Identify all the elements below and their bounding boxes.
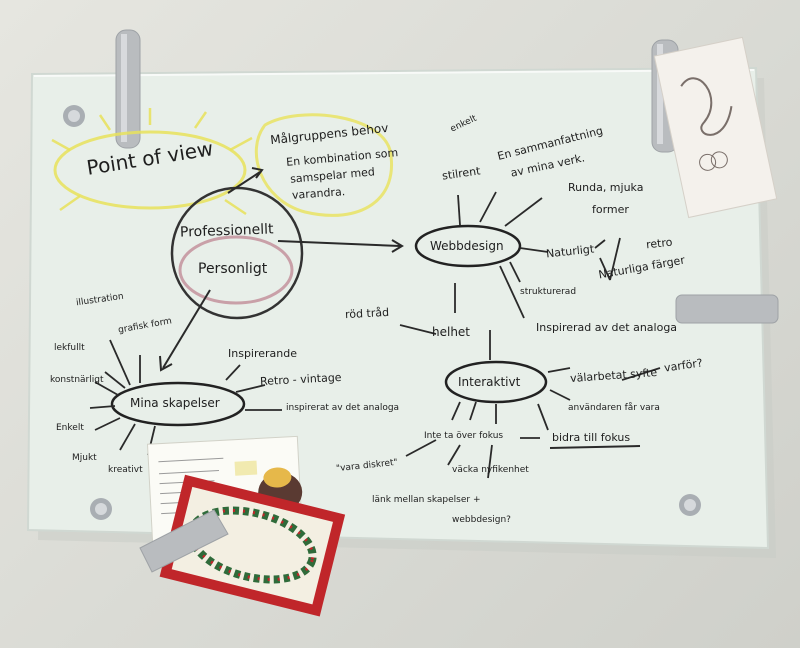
- christmas-card: [159, 474, 346, 617]
- business-card: [653, 36, 778, 219]
- creations-simple: Enkelt: [56, 423, 84, 433]
- webdesign-rounded: Runda, mjuka: [568, 181, 644, 194]
- interactive-link: länk mellan skapelser +: [372, 495, 481, 505]
- wall-hook: [115, 29, 141, 149]
- standoff-screw-icon: [90, 498, 112, 520]
- creations-inspiring: Inspirerande: [228, 347, 298, 360]
- creations-artistic: konstnärligt: [50, 375, 104, 385]
- point-of-view-highlight: [51, 108, 253, 216]
- webdesign-structured: strukturerad: [520, 287, 577, 297]
- interactive-curiosity: väcka nyfikenhet: [452, 465, 529, 475]
- whole-label: helhet: [432, 325, 471, 339]
- interactive-label: Interaktivt: [458, 375, 521, 389]
- webdesign-label: Webbdesign: [430, 239, 504, 253]
- interactive-add-focus: bidra till fokus: [552, 431, 631, 444]
- card-clip: [139, 509, 229, 573]
- interactive-link: webbdesign?: [452, 515, 511, 525]
- creations-playful: lekfullt: [54, 343, 85, 353]
- red-thread-label: röd tråd: [344, 305, 390, 322]
- side-clip: [675, 294, 779, 324]
- webdesign-retro: retro: [645, 235, 673, 252]
- webdesign-rounded: former: [592, 203, 629, 216]
- creations-soft: Mjukt: [72, 453, 97, 463]
- creations-label: Mina skapelser: [130, 396, 220, 410]
- creations-inspired: inspirerat av det analoga: [286, 403, 400, 413]
- glass-panel: [26, 66, 770, 550]
- creations-creative: kreativt: [108, 465, 143, 475]
- interactive-user-focus: användaren får vara: [568, 403, 660, 413]
- personal-label: Personligt: [198, 261, 268, 277]
- audience-needs-line: varandra.: [291, 185, 346, 202]
- interactive-no-focus: Inte ta över fokus: [424, 431, 504, 441]
- standoff-screw-icon: [63, 105, 85, 127]
- standoff-screw-icon: [679, 494, 701, 516]
- webdesign-inspired: Inspirerad av det analoga: [536, 321, 678, 334]
- professional-label: Professionellt: [179, 221, 274, 241]
